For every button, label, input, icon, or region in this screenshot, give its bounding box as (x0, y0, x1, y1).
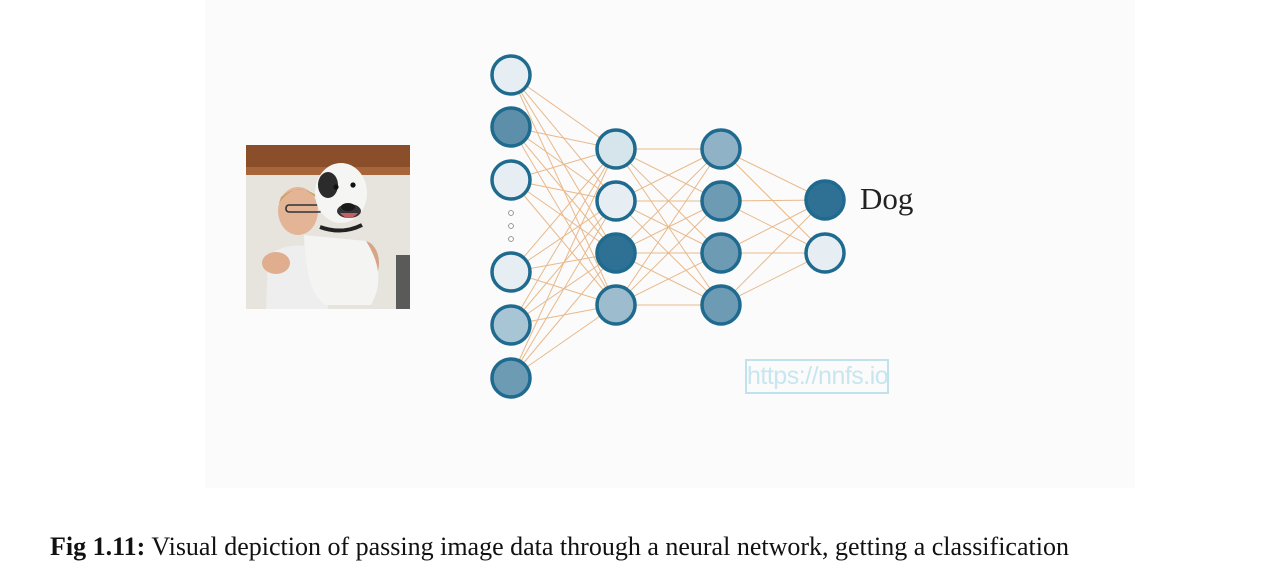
watermark-url: https://nnfs.io (745, 359, 889, 394)
input-neuron-3 (490, 159, 532, 201)
hidden-1-neuron-4 (595, 284, 637, 326)
output-label-dog: Dog (860, 181, 914, 216)
connection-l0-2-3 (510, 179, 617, 306)
input-neuron-1 (490, 54, 532, 96)
input-neuron-2 (490, 106, 532, 148)
hidden-2-neuron-1 (700, 128, 742, 170)
connection-l2-3-0 (720, 199, 826, 306)
connection-l0-5-0 (510, 148, 617, 379)
connection-l0-5-2 (510, 252, 617, 379)
connection-l0-4-0 (510, 148, 617, 326)
input-neuron-5 (490, 304, 532, 346)
input-neuron-4 (490, 251, 532, 293)
output-neuron-1 (804, 179, 846, 221)
connection-l0-5-1 (510, 200, 617, 379)
figure-caption: Fig 1.11: Visual depiction of passing im… (50, 532, 1069, 562)
ellipsis-dot-2 (508, 223, 514, 229)
connection-l0-2-2 (510, 179, 617, 254)
hidden-2-neuron-3 (700, 232, 742, 274)
ellipsis-dot-3 (508, 236, 514, 242)
connection-l0-5-3 (510, 304, 617, 379)
caption-label: Fig 1.11: (50, 532, 146, 561)
hidden-2-neuron-2 (700, 180, 742, 222)
connection-l0-3-0 (510, 148, 617, 273)
hidden-1-neuron-3 (595, 232, 637, 274)
hidden-1-neuron-1 (595, 128, 637, 170)
output-neuron-2 (804, 232, 846, 274)
input-neuron-6 (490, 357, 532, 399)
hidden-1-neuron-2 (595, 180, 637, 222)
ellipsis-dot-1 (508, 210, 514, 216)
hidden-2-neuron-4 (700, 284, 742, 326)
connection-l1-3-0 (615, 148, 722, 306)
caption-text: Visual depiction of passing image data t… (145, 532, 1069, 561)
connection-l1-2-0 (615, 148, 722, 254)
dog-photo (246, 145, 410, 309)
connection-l0-0-0 (510, 74, 617, 150)
connection-l1-3-1 (615, 200, 722, 306)
